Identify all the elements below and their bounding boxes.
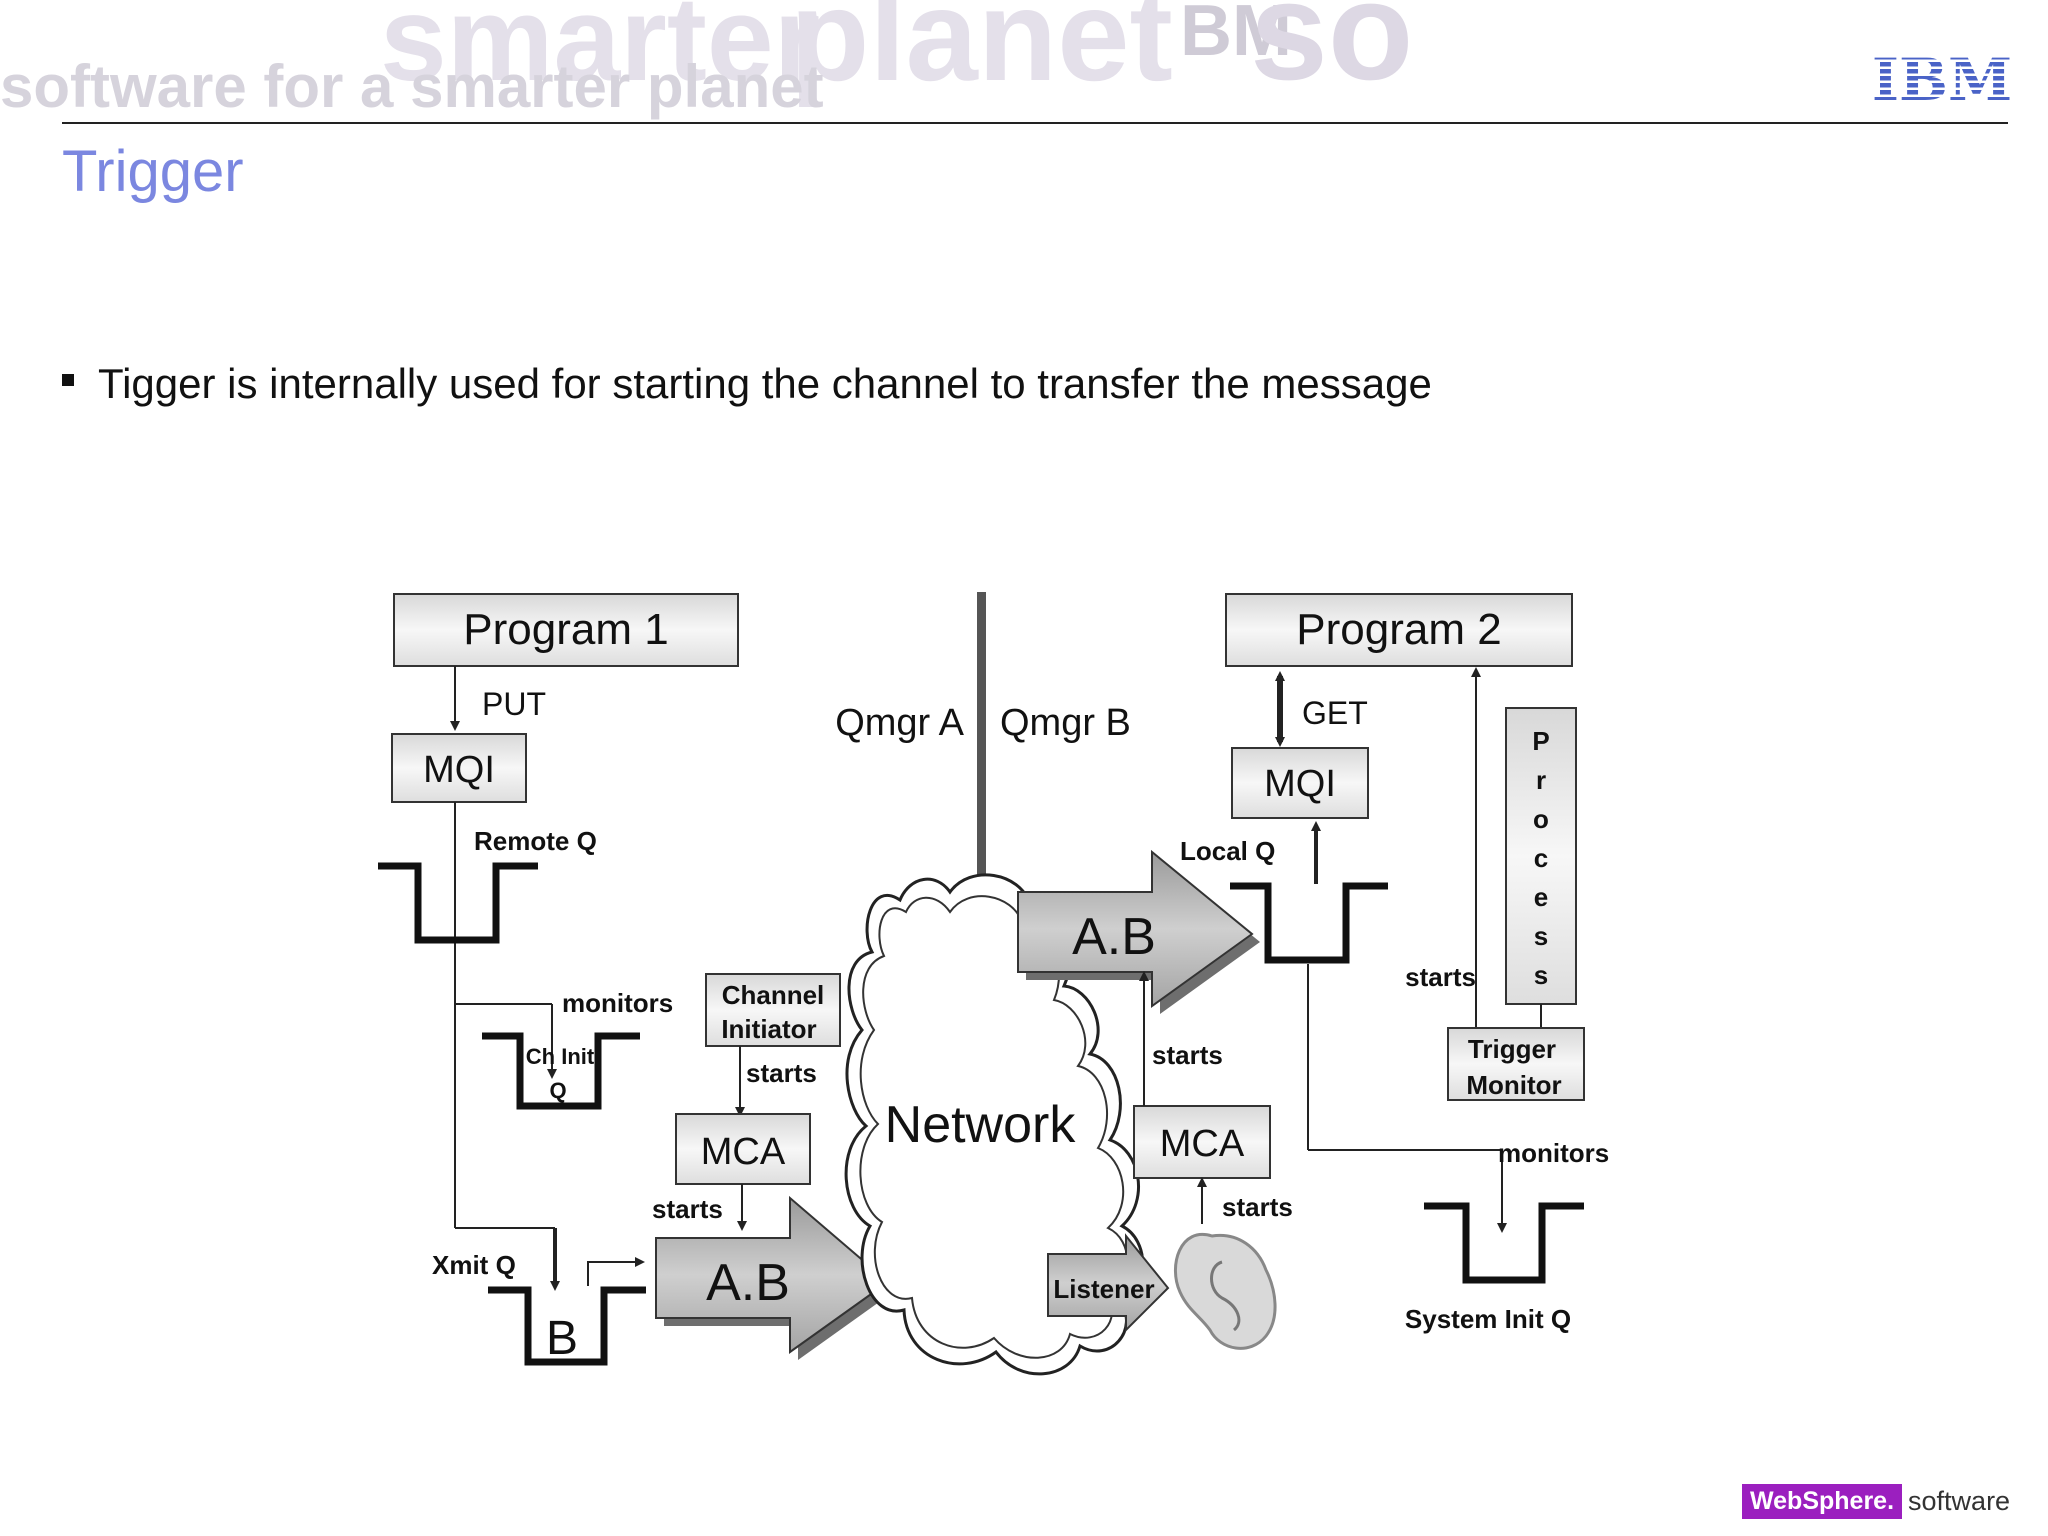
program-2-label: Program 2 (1296, 605, 1501, 654)
process-letter: o (1533, 804, 1549, 834)
listener-label: Listener (1053, 1274, 1154, 1304)
process-letter: s (1534, 921, 1548, 951)
remote-q-shape (378, 862, 538, 944)
channel-initiator-label: Initiator (721, 1014, 816, 1044)
starts-label: starts (1405, 962, 1476, 992)
ab-right-label: A.B (1072, 908, 1156, 966)
process-letter: r (1536, 765, 1546, 795)
channel-initiator-label: Channel (722, 980, 825, 1010)
starts-label: starts (746, 1058, 817, 1088)
websphere-logo: WebSphere. software (1742, 1482, 2010, 1520)
get-label: GET (1302, 695, 1368, 731)
monitors-label: monitors (1498, 1138, 1609, 1168)
program-1-box (393, 593, 739, 667)
system-init-q-shape (1424, 1202, 1584, 1284)
trigger-monitor-box (1447, 1027, 1585, 1101)
channel-initiator-box (705, 973, 841, 1047)
monitors-label: monitors (562, 988, 673, 1018)
process-letter: P (1532, 726, 1549, 756)
mqi-a-box (391, 733, 527, 803)
mca-right-label: MCA (1160, 1123, 1245, 1165)
local-q-shape (1230, 882, 1388, 964)
ear-icon (1173, 1232, 1277, 1350)
system-init-q-label: System Init Q (1405, 1304, 1571, 1334)
ch-init-q-shape (482, 1032, 640, 1110)
qmgr-a-label: Qmgr A (835, 702, 964, 744)
watermark-text: software for a smarter planet (0, 53, 824, 120)
remote-q-label: Remote Q (474, 826, 597, 856)
header-watermark-banner: smarter planet software for a smarter pl… (0, 0, 2048, 124)
qmgr-divider (977, 592, 986, 894)
slide-title: Trigger (62, 139, 244, 204)
starts-label: starts (1152, 1040, 1223, 1070)
trigger-monitor-label: Monitor (1466, 1070, 1561, 1100)
qmgr-b-label: Qmgr B (1000, 702, 1131, 744)
process-letter: e (1534, 882, 1548, 912)
xmit-q-shape (488, 1286, 646, 1366)
network-label: Network (885, 1096, 1077, 1154)
ab-arrow-left (655, 1195, 890, 1354)
watermark-text: smarter (380, 0, 821, 106)
svg-text:IBM: IBM (1874, 48, 2010, 106)
bullet-text: Tigger is internally used for starting t… (98, 360, 1432, 407)
mqi-a-label: MQI (423, 749, 495, 791)
trigger-monitor-label: Trigger (1468, 1034, 1556, 1064)
listener-arrow (1047, 1233, 1170, 1333)
mqi-b-label: MQI (1264, 763, 1336, 805)
xmit-message-label: B (546, 1312, 578, 1365)
ch-init-q-label: Ch Init (526, 1044, 595, 1069)
websphere-brand: WebSphere. (1742, 1483, 1903, 1519)
ibm-logo: IBM (1874, 48, 2010, 106)
websphere-suffix: software (1908, 1485, 2011, 1516)
mca-left-box (675, 1113, 811, 1185)
ab-arrow-right (1017, 849, 1254, 1008)
program-1-label: Program 1 (463, 605, 668, 654)
xmit-q-label: Xmit Q (432, 1250, 516, 1280)
ab-left-label: A.B (706, 1254, 790, 1312)
watermark-text: so (1250, 0, 1414, 109)
ch-init-q-label: Q (549, 1078, 566, 1103)
starts-label: starts (1222, 1192, 1293, 1222)
mca-right-box (1133, 1105, 1271, 1179)
process-box (1505, 707, 1577, 1005)
process-letter: c (1534, 843, 1548, 873)
flow-line (587, 1257, 645, 1286)
header-rule (62, 122, 2008, 124)
watermark-text: planet (790, 0, 1173, 108)
starts-label: starts (652, 1194, 723, 1224)
program-2-box (1225, 593, 1573, 667)
process-letter: s (1534, 960, 1548, 990)
bullet-item: Tigger is internally used for starting t… (62, 360, 1432, 408)
bullet-marker (62, 374, 74, 386)
mqi-b-box (1231, 747, 1369, 819)
watermark-text: BM (1180, 0, 1292, 71)
local-q-label: Local Q (1180, 836, 1275, 866)
put-label: PUT (482, 686, 546, 722)
mca-left-label: MCA (701, 1131, 786, 1173)
